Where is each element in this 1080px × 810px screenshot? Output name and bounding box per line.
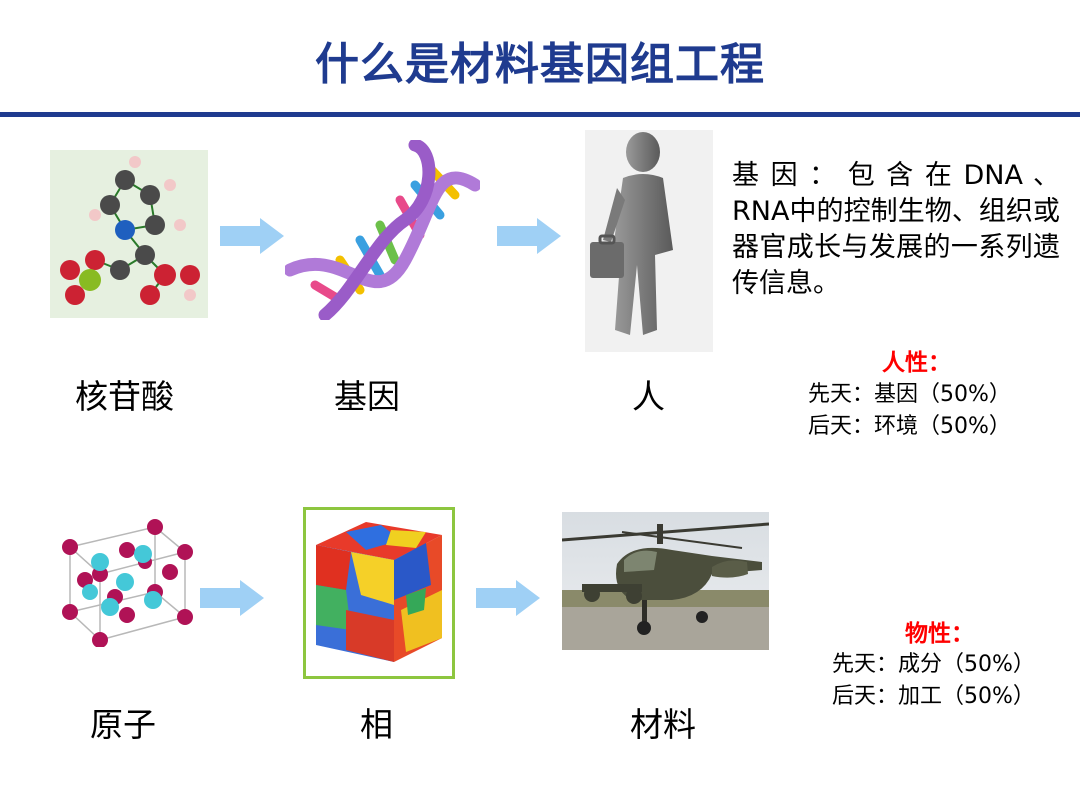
dna-helix-image xyxy=(283,138,482,322)
material-note-title: 物性： xyxy=(905,621,974,647)
label-atom: 原子 xyxy=(90,705,156,744)
gene-description: 基 因 ： 包 含 在 DNA 、 RNA中的控制生物、组织或器官成长与发展的一… xyxy=(732,160,1060,299)
nucleotide-molecule-image xyxy=(50,150,208,318)
humanity-note-line: 先天：基因（50%） xyxy=(808,382,1011,407)
material-note-line: 先天：成分（50%） xyxy=(832,652,1035,677)
person-with-briefcase-image xyxy=(585,130,713,352)
label-material: 材料 xyxy=(630,705,696,744)
material-note-line: 后天：加工（50%） xyxy=(832,684,1035,709)
label-phase: 相 xyxy=(360,705,393,744)
label-gene: 基因 xyxy=(334,377,400,416)
title-divider xyxy=(0,112,1080,117)
arrow-right-icon xyxy=(220,218,284,254)
helicopter-photo xyxy=(561,512,770,650)
label-person: 人 xyxy=(632,377,665,416)
arrow-right-icon xyxy=(476,580,540,616)
arrow-right-icon xyxy=(200,580,264,616)
humanity-note-title: 人性： xyxy=(882,350,951,376)
atom-lattice-image xyxy=(55,512,195,648)
phase-grain-cube-image xyxy=(303,507,455,679)
page-title: 什么是材料基因组工程 xyxy=(315,39,765,90)
arrow-right-icon xyxy=(497,218,561,254)
humanity-note-line: 后天：环境（50%） xyxy=(808,414,1011,439)
label-nucleotide: 核苷酸 xyxy=(75,377,174,416)
